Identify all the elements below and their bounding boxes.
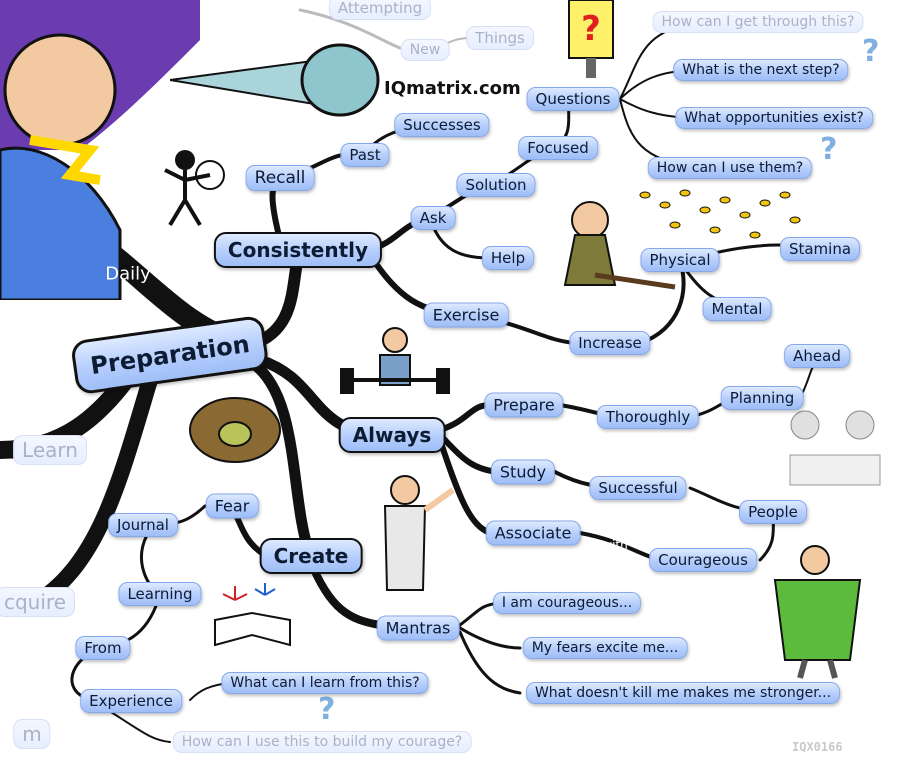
- node-solution[interactable]: Solution: [456, 173, 536, 197]
- question-mark-icon: ?: [820, 132, 838, 167]
- node-acquire[interactable]: cquire: [0, 587, 76, 617]
- question-learn-from-this[interactable]: What can I learn from this?: [221, 672, 429, 694]
- fireworks-book-icon: [214, 583, 291, 647]
- node-m[interactable]: m: [13, 719, 51, 749]
- node-fear[interactable]: Fear: [205, 493, 259, 519]
- boss-cartoon: [0, 0, 200, 300]
- node-from[interactable]: From: [75, 636, 131, 660]
- node-learn[interactable]: Learn: [13, 435, 87, 465]
- node-focused[interactable]: Focused: [518, 136, 598, 160]
- branch-create: [249, 359, 316, 561]
- mantra-stronger[interactable]: What doesn't kill me makes me stronger..…: [525, 682, 841, 704]
- node-people[interactable]: People: [739, 500, 807, 524]
- node-ahead[interactable]: Ahead: [784, 344, 850, 368]
- node-consistently[interactable]: Consistently: [213, 232, 383, 268]
- svg-text:?: ?: [581, 9, 601, 49]
- node-recall[interactable]: Recall: [245, 165, 315, 191]
- site-brand: IQmatrix.com: [380, 78, 525, 99]
- question-mark-icon: ?: [318, 692, 336, 727]
- question-build-courage[interactable]: How can I use this to build my courage?: [172, 731, 472, 753]
- weightlifter-cartoon: [340, 327, 450, 394]
- node-prepare[interactable]: Prepare: [484, 392, 564, 418]
- node-questions[interactable]: Questions: [526, 87, 620, 111]
- node-planning[interactable]: Planning: [720, 386, 804, 410]
- node-learning[interactable]: Learning: [118, 582, 202, 606]
- mantra-courageous[interactable]: I am courageous...: [492, 592, 642, 614]
- signpost-question-icon: ?: [568, 0, 614, 78]
- question-opportunities[interactable]: What opportunities exist?: [675, 107, 873, 129]
- node-successful[interactable]: Successful: [589, 476, 687, 500]
- node-associate[interactable]: Associate: [485, 520, 581, 546]
- question-get-through[interactable]: How can I get through this?: [652, 11, 864, 33]
- node-ask[interactable]: Ask: [410, 206, 456, 230]
- node-physical[interactable]: Physical: [640, 248, 720, 272]
- node-stamina[interactable]: Stamina: [779, 237, 861, 261]
- question-mark-icon: ?: [862, 34, 880, 69]
- node-attempting[interactable]: Attempting: [328, 0, 432, 20]
- branch-acquire: [32, 372, 158, 608]
- question-next-step[interactable]: What is the next step?: [673, 59, 849, 81]
- turtle-cartoon: [189, 397, 281, 463]
- node-things[interactable]: Things: [466, 26, 534, 50]
- node-exercise[interactable]: Exercise: [423, 302, 509, 328]
- node-courageous[interactable]: Courageous: [649, 548, 757, 572]
- node-experience[interactable]: Experience: [80, 689, 182, 713]
- mantra-fears-excite[interactable]: My fears excite me...: [522, 637, 688, 659]
- question-use-them[interactable]: How can I use them?: [647, 157, 813, 179]
- label-daily: Daily: [105, 263, 151, 285]
- superhero-cape-cartoon: [773, 545, 862, 679]
- node-mantras[interactable]: Mantras: [376, 615, 460, 641]
- node-past[interactable]: Past: [340, 143, 390, 167]
- soldier-bees-cartoon: [563, 189, 801, 290]
- node-study[interactable]: Study: [490, 459, 556, 485]
- node-journal[interactable]: Journal: [108, 513, 178, 537]
- label-for: for: [443, 252, 461, 266]
- wind-cloud: [170, 43, 380, 117]
- node-thoroughly[interactable]: Thoroughly: [596, 405, 700, 429]
- node-successes[interactable]: Successes: [394, 113, 490, 137]
- node-mental[interactable]: Mental: [702, 297, 772, 321]
- node-create[interactable]: Create: [259, 538, 363, 574]
- node-always[interactable]: Always: [338, 417, 446, 453]
- label-to: to: [538, 317, 552, 331]
- stick-figure-icon: [164, 150, 225, 227]
- node-new[interactable]: New: [400, 39, 450, 61]
- node-increase[interactable]: Increase: [569, 331, 651, 355]
- image-watermark: IQX0166: [792, 740, 843, 754]
- roman-orator-cartoon: [383, 475, 455, 591]
- label-with: with: [602, 538, 628, 552]
- meeting-people-cartoon: [789, 410, 881, 486]
- node-help[interactable]: Help: [481, 246, 535, 270]
